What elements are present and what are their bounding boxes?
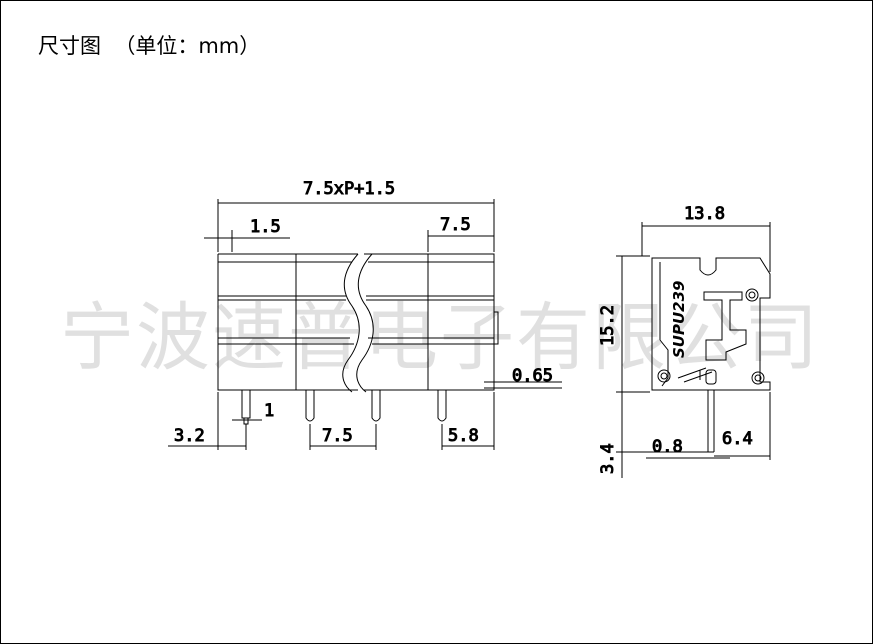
front-divisions: [295, 254, 429, 390]
side-housing: [651, 257, 771, 391]
front-body-right: [364, 253, 495, 391]
dim-side-width: 13.8: [684, 204, 725, 224]
side-clamp-detail: [677, 367, 713, 383]
dim-side-width-line: [641, 222, 771, 272]
side-hole-right-inner: [754, 374, 762, 382]
dim-pitch-bottom-line: [309, 424, 377, 450]
dim-pin-length-line: [616, 392, 708, 478]
dim-side-height-line: [616, 255, 650, 393]
front-break-line-2: [356, 253, 374, 393]
brand-mark: SUPU239: [670, 281, 688, 358]
side-spring-detail: [703, 291, 747, 361]
dim-pin-width: 1: [264, 401, 274, 421]
side-hole-top: [745, 288, 759, 302]
drawing-title: 尺寸图 （单位：mm）: [38, 34, 261, 58]
dim-pin-offset-line: [714, 392, 771, 460]
dim-step-line: [484, 381, 562, 389]
side-view: SUPU239 13.8 15.2 3.4 0.8 6.4: [598, 204, 771, 478]
side-hole-left-inner: [660, 372, 668, 380]
dim-right-pin: 5.8: [448, 426, 479, 446]
side-notch: [705, 369, 717, 385]
dim-step: 0.65: [512, 366, 553, 386]
front-body-left: [217, 253, 358, 391]
dim-pitch-top-line: [427, 230, 494, 252]
dim-pitch-top: 7.5: [440, 215, 471, 235]
dim-total-length-line: [217, 199, 495, 252]
front-side-tab: [493, 311, 499, 345]
dim-side-height: 15.2: [598, 305, 618, 346]
front-view: 7.5xP+1.5 1.5 7.5 0.65 1 3.2 7.5 5.8: [168, 179, 562, 450]
dim-pin-offset: 6.4: [722, 429, 753, 449]
side-hole-right: [751, 371, 765, 385]
front-band-lines: [218, 261, 494, 345]
dim-edge-offset: 1.5: [250, 217, 281, 237]
front-break-line-1: [342, 253, 360, 393]
dim-pin-thickness: 0.8: [652, 437, 683, 457]
dim-left-pin-line: [168, 392, 247, 450]
dim-edge-offset-line: [204, 230, 290, 252]
side-hole-top-inner: [748, 291, 756, 299]
dim-right-pin-line: [441, 392, 495, 450]
dim-pin-length: 3.4: [598, 443, 618, 474]
side-pin: [707, 390, 715, 453]
side-left-edge: [659, 262, 669, 387]
dim-total-length: 7.5xP+1.5: [303, 179, 395, 199]
dim-left-pin: 3.2: [174, 426, 205, 446]
dim-pitch-bottom: 7.5: [322, 426, 353, 446]
side-hole-left: [657, 369, 671, 383]
